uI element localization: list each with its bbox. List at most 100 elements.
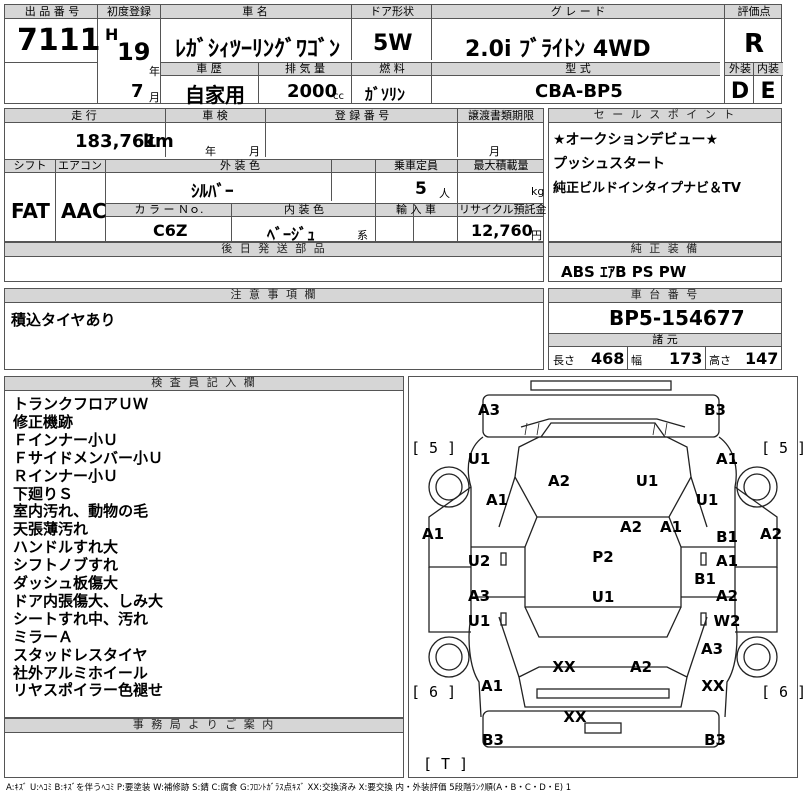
width-label: 幅: [631, 354, 642, 367]
inspector-note: Ｆサイドメンバー小Ｕ: [13, 448, 164, 467]
month: 7: [131, 81, 144, 102]
damage-code-hood-right: U1: [635, 472, 659, 490]
width: 173: [669, 349, 703, 368]
exterior-color: ｼﾙﾊﾞｰ: [191, 182, 234, 202]
damage-code-hood-left: A2: [547, 472, 571, 490]
damage-code-door-fr-lower: B1: [694, 570, 716, 588]
damage-code-front-bumper-right: B3: [704, 401, 726, 419]
inspector-note: リヤスポイラー色褪せ: [13, 681, 164, 700]
grade-label: グ レ ー ド: [550, 5, 606, 18]
capacity: 5: [415, 179, 427, 199]
score: R: [743, 29, 765, 59]
recycle-fee: 12,760: [471, 221, 533, 240]
inspector-note: スタッドレスタイヤ: [13, 645, 148, 664]
fuel: ｶﾞｿﾘﾝ: [365, 85, 406, 104]
inspector-note: 室内汚れ、動物の毛: [13, 502, 149, 521]
tire-rear-left-mark: [ 6 ]: [411, 683, 457, 701]
person-unit: 人: [439, 187, 450, 200]
deadline-month-unit: 月: [489, 145, 500, 158]
damage-code-roof-rear: U1: [591, 588, 615, 606]
inspector-note: トランクフロアＵＷ: [13, 395, 149, 413]
damage-code-fender-fr-lower: U1: [695, 491, 719, 509]
inspector-note: ドア内張傷大、しみ大: [13, 591, 164, 610]
caution-text: 積込タイヤあり: [11, 311, 116, 329]
inspector-note: ハンドルすれ大: [13, 538, 119, 557]
damage-code-a-pillar-right2: A1: [659, 518, 683, 536]
import-label: 輸 入 車: [396, 203, 436, 216]
inspector-note: ミラーＡ: [13, 627, 74, 646]
inspector-note: 修正機跡: [13, 412, 74, 431]
length: 468: [591, 349, 625, 368]
damage-code-front-bumper-left: A3: [477, 401, 501, 419]
genuine-equipment-box: 純 正 装 備 ABS ｴｱB PS PW: [548, 242, 782, 282]
spec-label: 諸 元: [652, 333, 678, 346]
inspector-note: 下廻りＳ: [13, 484, 74, 503]
header-grid: 出 品 番 号 初度登録 車 名 ドア形状 グ レ ー ド 評価点 7111 H…: [4, 4, 783, 107]
damage-code-mirror-right: B1: [716, 528, 738, 546]
mileage-label: 走 行: [71, 109, 97, 122]
damage-code-door-fl: U2: [467, 552, 491, 570]
year: 19: [117, 38, 151, 66]
damage-code-rear-glass-left: XX: [552, 658, 576, 676]
damage-code-door-rl2: U1: [467, 612, 491, 630]
damage-code-rear-fender-left: A1: [480, 677, 504, 695]
color-no: C6Z: [153, 221, 188, 240]
history: 自家用: [185, 83, 245, 107]
damage-code-door-fr: A1: [715, 552, 739, 570]
color-no-label: カ ラ ー Ｎｏ.: [134, 203, 204, 216]
shift-label: シフト: [13, 159, 47, 172]
spare-tire-mark: [ T ]: [423, 755, 469, 773]
damage-code-side-left: A1: [421, 525, 445, 543]
office-notice-label: 事 務 局 よ り ご 案 内: [5, 719, 403, 733]
caution-label: 注 意 事 項 欄: [5, 289, 543, 303]
interior-label: 内装: [757, 62, 779, 75]
genuine-equipment-label: 純 正 装 備: [549, 243, 781, 257]
later-parts-label: 後 日 発 送 部 品: [5, 243, 543, 257]
model-code-label: 型 式: [565, 62, 591, 75]
exterior-color-label: 外 装 色: [220, 159, 260, 172]
cc-unit: cc: [333, 91, 344, 102]
damage-code-rear-fender-right2: XX: [701, 677, 725, 695]
inspection-label: 車 検: [202, 109, 228, 122]
details-grid: 走 行 車 検 登 録 番 号 譲渡書類期限 183,761 km 年 月 月 …: [4, 108, 546, 244]
transfer-deadline-label: 譲渡書類期限: [468, 109, 534, 122]
inspection-year-unit: 年: [205, 145, 216, 158]
car-diagram-outline: [428, 380, 778, 748]
exterior-grade: D: [730, 79, 750, 104]
exterior-label: 外装: [729, 62, 751, 75]
aircon: AAC: [61, 199, 107, 223]
damage-code-door-rl: A3: [467, 587, 491, 605]
car-name-label: 車 名: [242, 5, 268, 18]
later-parts-box: 後 日 発 送 部 品: [4, 242, 544, 282]
lot-number-label: 出 品 番 号: [24, 5, 80, 18]
kg-unit: kg: [531, 185, 545, 198]
inspector-note: 社外アルミホイール: [13, 663, 148, 682]
office-notice-box: 事 務 局 よ り ご 案 内: [4, 718, 404, 778]
door-type: 5W: [373, 31, 413, 56]
inspector-note: シフトノブすれ: [13, 556, 119, 575]
grade: 2.0i ﾌﾞﾗｲﾄﾝ 4WD: [465, 37, 651, 62]
sales-point-item: 純正ビルドインタイプナビ＆TV: [553, 181, 741, 196]
door-type-label: ドア形状: [370, 5, 414, 18]
tire-front-right-mark: [ 5 ]: [761, 439, 806, 457]
mileage: 183,761: [75, 131, 157, 152]
damage-code-fender-fr: A1: [715, 450, 739, 468]
inspector-note: 天張薄汚れ: [13, 520, 89, 539]
inspection-month-unit: 月: [249, 145, 260, 158]
era: H: [105, 25, 119, 44]
inspector-note: Ｒインナー小Ｕ: [13, 466, 119, 485]
interior-grade: E: [760, 79, 776, 104]
genuine-equipment-value: ABS ｴｱB PS PW: [561, 263, 687, 281]
inspector-note: Ｆインナー小Ｕ: [13, 430, 119, 449]
lot-number: 7111: [17, 23, 101, 58]
damage-code-roof: P2: [592, 548, 614, 566]
shift: FAT: [11, 199, 50, 223]
damage-code-a-pillar-right: A2: [619, 518, 643, 536]
max-load-label: 最大積載量: [473, 159, 529, 172]
sales-points-label: セ ー ル ス ポ イ ン ト: [549, 109, 781, 123]
color-suffix: 系: [357, 229, 368, 242]
